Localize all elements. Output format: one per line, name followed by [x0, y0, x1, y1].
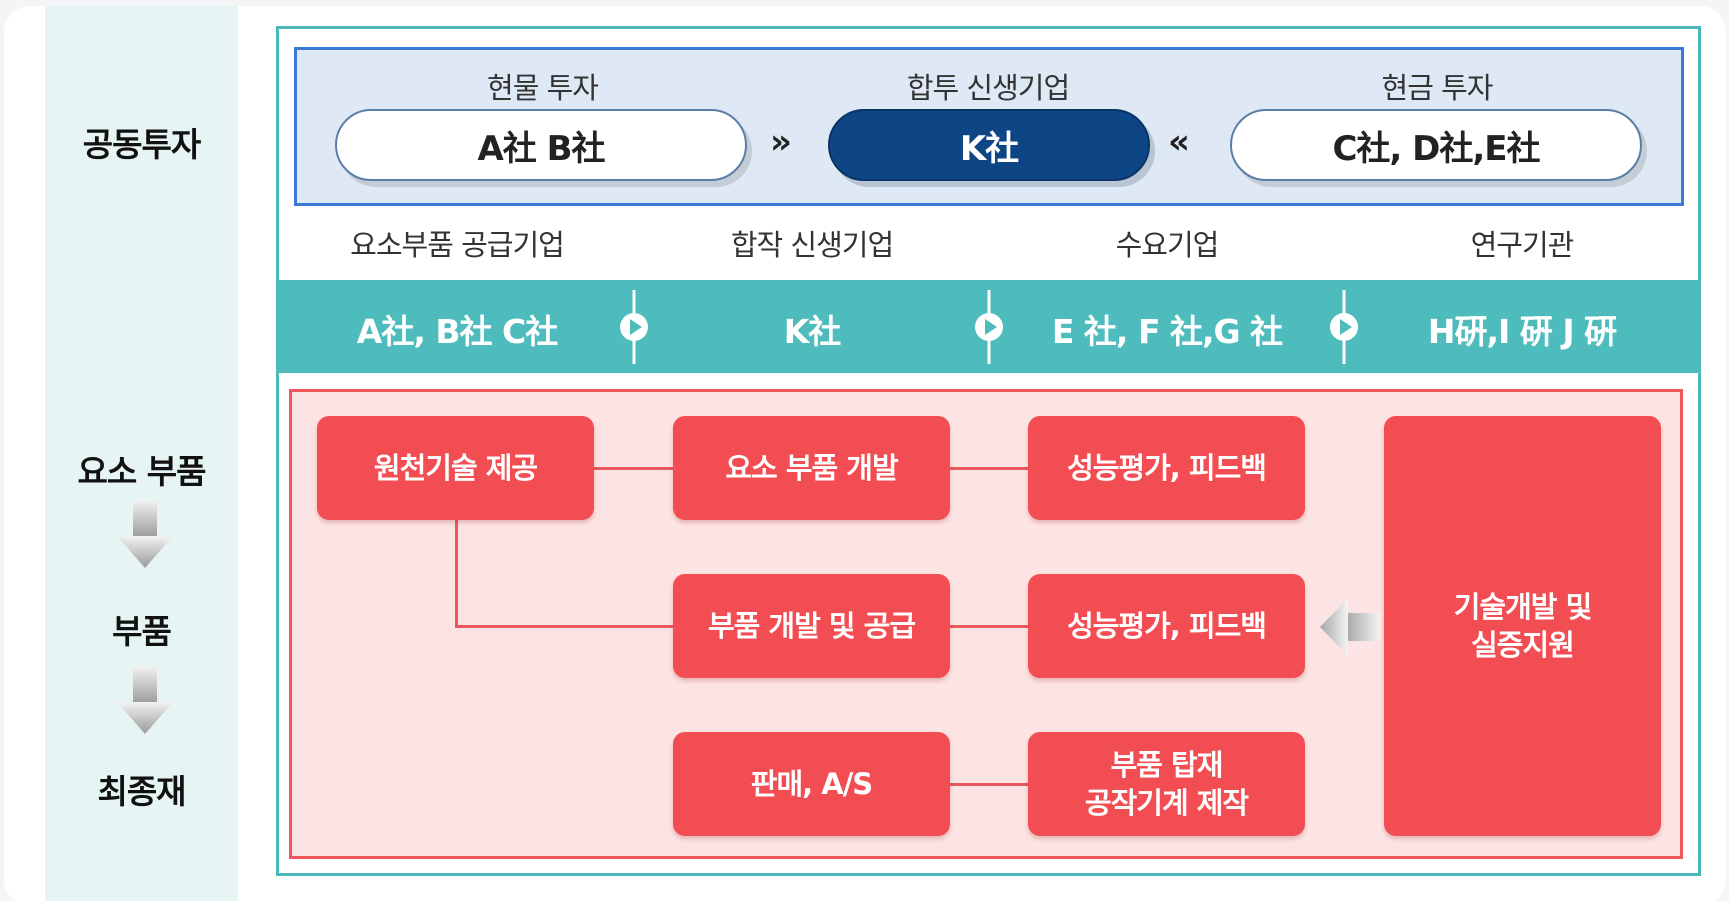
connector-line [455, 625, 675, 628]
role-label-jv: 합작 신생기업 [730, 228, 894, 262]
company-demand: E 社, F 社,G 社 [1051, 312, 1283, 351]
in-kind-investors-pill: A社 B社 [335, 109, 747, 181]
stage-label-joint-investment: 공동투자 [82, 125, 201, 164]
box-element-part-development: 요소 부품 개발 [673, 416, 950, 520]
play-circle-icon [620, 290, 648, 364]
play-circle-icon [975, 290, 1003, 364]
company-jv: K社 [783, 312, 842, 351]
box-sales-as: 판매, A/S [673, 732, 950, 836]
box-tech-development-support: 기술개발 및 실증지원 [1384, 416, 1661, 836]
connector-line [594, 467, 674, 470]
double-chevron-left-icon: « [1168, 122, 1190, 162]
box-performance-feedback-1: 성능평가, 피드백 [1028, 416, 1305, 520]
role-label-research: 연구기관 [1470, 228, 1575, 262]
double-chevron-right-icon: » [770, 122, 792, 162]
company-research: H硏,I 硏 J 硏 [1427, 312, 1617, 351]
box-performance-feedback-2: 성능평가, 피드백 [1028, 574, 1305, 678]
box-machine-tool-manufacturing: 부품 탑재 공작기계 제작 [1028, 732, 1305, 836]
connector-line [455, 520, 458, 627]
arrow-left-icon [1320, 598, 1380, 656]
connector-line [950, 783, 1030, 786]
box-part-development-supply: 부품 개발 및 공급 [673, 574, 950, 678]
connector-line [950, 625, 1030, 628]
arrow-down-icon [117, 666, 173, 734]
role-label-demand: 수요기업 [1115, 228, 1220, 262]
stage-label-parts: 부품 [112, 612, 172, 651]
connector-line [950, 467, 1030, 470]
stage-column [45, 6, 238, 901]
play-circle-icon [1330, 290, 1358, 364]
arrow-down-icon [117, 500, 173, 568]
stage-label-element-parts: 요소 부품 [77, 452, 207, 491]
box-source-technology: 원천기술 제공 [317, 416, 594, 520]
stage-label-final-goods: 최종재 [97, 772, 186, 811]
role-label-supplier: 요소부품 공급기업 [350, 228, 565, 262]
company-suppliers: A社, B社 C社 [356, 312, 558, 351]
jv-startup-pill: K社 [828, 109, 1150, 181]
in-kind-investment-title: 현물 투자 [487, 71, 599, 105]
cash-investment-title: 현금 투자 [1381, 71, 1494, 105]
cash-investors-pill: C社, D社,E社 [1230, 109, 1642, 181]
jv-startup-title: 합투 신생기업 [906, 71, 1070, 105]
